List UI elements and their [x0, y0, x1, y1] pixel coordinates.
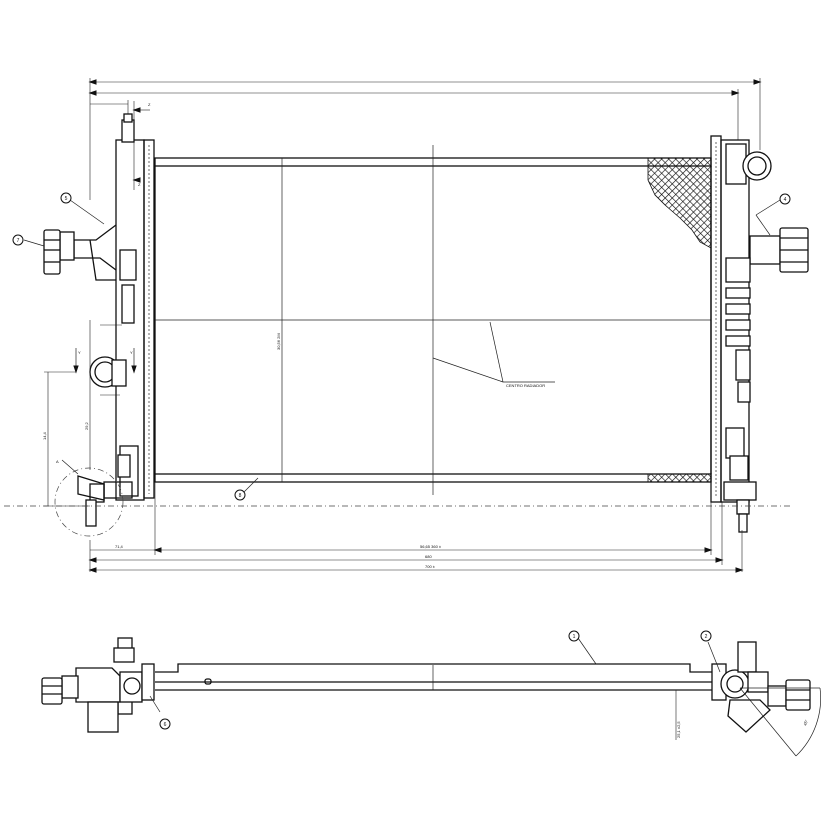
- right-tank: [710, 135, 809, 533]
- z-marker-bottom: Z: [138, 182, 141, 187]
- svg-text:25,1 ±2,5: 25,1 ±2,5: [676, 721, 681, 738]
- svg-text:30,56 2M: 30,56 2M: [276, 333, 281, 350]
- bottom-dimensions: 71,4 56,65 360 ± 680 700 ±: [4, 482, 790, 573]
- svg-text:2: 2: [705, 634, 708, 640]
- center-label: CENTRO RADIADOR: [506, 383, 545, 388]
- svg-text:7: 7: [17, 238, 20, 244]
- detail-a-label: A: [56, 459, 59, 464]
- svg-text:1: 1: [573, 634, 576, 640]
- svg-text:4: 4: [784, 197, 787, 203]
- z-marker-top: Z: [148, 102, 151, 107]
- svg-text:8: 8: [239, 493, 242, 499]
- svg-text:56,65 360 ±: 56,65 360 ±: [420, 544, 442, 549]
- svg-text:45°: 45°: [802, 719, 809, 727]
- svg-text:5: 5: [65, 196, 68, 202]
- balloon-4: 4: [779, 193, 791, 205]
- y-marker-right: Y: [130, 350, 133, 355]
- y-marker-left: Y: [78, 350, 81, 355]
- svg-text:14,4: 14,4: [42, 431, 47, 440]
- left-tank: A 14,4 29,2 Y Y Z Z: [42, 102, 155, 537]
- svg-text:71,4: 71,4: [115, 544, 124, 549]
- svg-text:700 ±: 700 ±: [425, 564, 436, 569]
- fin-hatch-top-right: [647, 157, 712, 483]
- svg-text:680: 680: [425, 554, 432, 559]
- center-leader: CENTRO RADIADOR: [432, 321, 555, 388]
- top-dimensions: [88, 78, 762, 200]
- balloon-8: 8: [234, 477, 259, 501]
- svg-text:29,2: 29,2: [84, 421, 89, 430]
- svg-text:6: 6: [164, 722, 167, 728]
- radiator-core: 30,56 2M: [154, 145, 712, 495]
- side-view: 6 45° 25,1 ±2,5 1 2: [41, 630, 821, 757]
- balloon-7: 7: [12, 234, 45, 247]
- balloon-5: 5: [60, 192, 105, 225]
